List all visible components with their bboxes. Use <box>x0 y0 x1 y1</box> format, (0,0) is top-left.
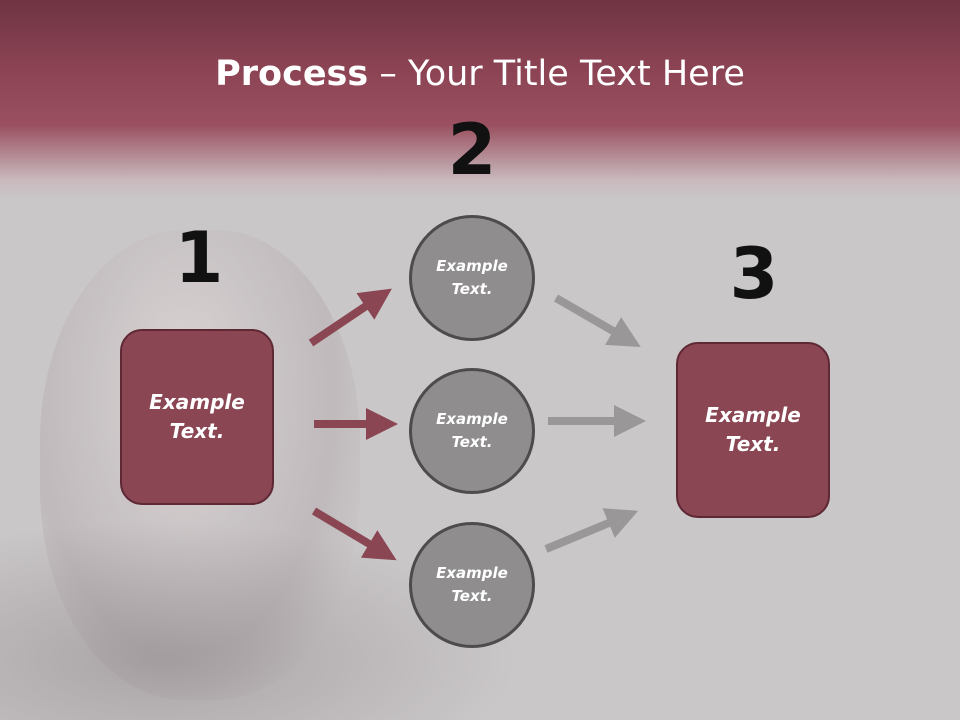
step-box-1-label: Example Text. <box>149 390 245 443</box>
slide-title: Process – Your Title Text Here <box>0 52 960 96</box>
title-rest: – Your Title Text Here <box>368 54 745 94</box>
step-box-3-label: Example Text. <box>705 403 801 456</box>
circle-bottom: Example Text. <box>409 522 535 648</box>
step-number-2: 2 <box>447 109 497 191</box>
circle-top-label: Example Text. <box>436 257 508 298</box>
step-box-3: Example Text. <box>676 342 830 518</box>
step-number-1: 1 <box>174 217 224 299</box>
arrow-box1-to-circle-top <box>308 288 392 347</box>
header-band <box>0 0 960 200</box>
title-bold: Process <box>215 54 369 94</box>
arrow-box1-to-circle-bottom <box>311 507 397 561</box>
step-number-3: 3 <box>729 233 779 315</box>
arrow-circle-bottom-to-box3 <box>544 508 639 553</box>
circle-middle: Example Text. <box>409 368 535 494</box>
circle-middle-label: Example Text. <box>436 410 508 451</box>
circle-top: Example Text. <box>409 215 535 341</box>
step-box-1: Example Text. <box>120 329 274 505</box>
arrow-circle-top-to-box3 <box>553 294 641 348</box>
circle-bottom-label: Example Text. <box>436 564 508 605</box>
